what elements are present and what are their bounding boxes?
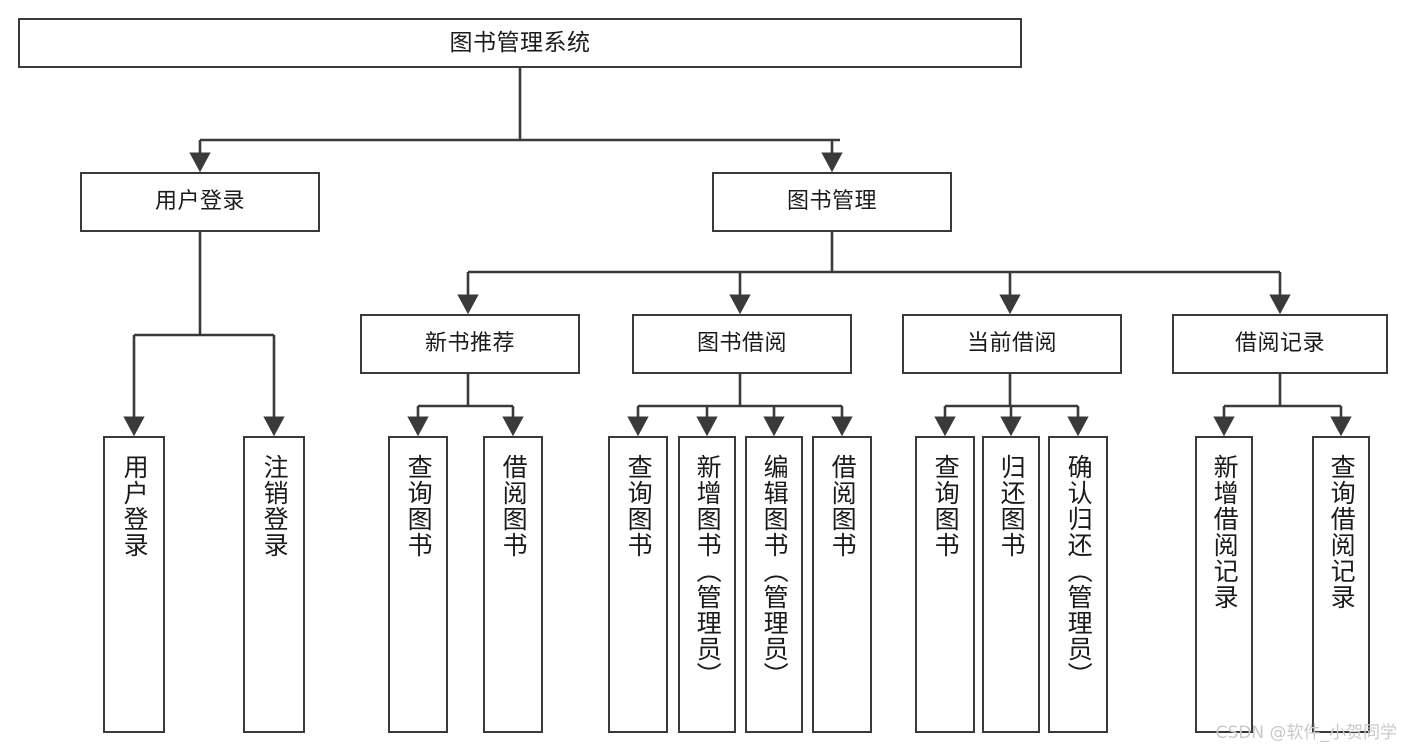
node-label: 借阅记录 [1234,331,1325,357]
node-label: 当前借阅 [966,331,1057,357]
node-book-borrowing[interactable]: 图书借阅 [632,314,852,374]
node-leaf-query-book-rec[interactable]: 查询图书 [388,436,448,733]
node-label: 图书管理系统 [449,29,591,56]
node-leaf-borrow-book-rec[interactable]: 借阅图书 [483,436,543,733]
node-leaf-add-book-admin[interactable]: 新增图书（管理员） [678,436,736,733]
node-leaf-logout[interactable]: 注销登录 [243,436,305,733]
node-leaf-return-book[interactable]: 归还图书 [982,436,1040,733]
node-label: 新增借阅记录 [1210,454,1240,610]
node-leaf-add-borrow-record[interactable]: 新增借阅记录 [1195,436,1253,733]
node-label: 注销登录 [260,454,290,558]
node-new-book-recommendation[interactable]: 新书推荐 [360,314,580,374]
node-label: 归还图书 [997,454,1027,558]
node-leaf-edit-book-admin[interactable]: 编辑图书（管理员） [745,436,803,733]
node-leaf-user-login[interactable]: 用户登录 [103,436,165,733]
node-label: 确认归还（管理员） [1064,454,1094,688]
node-label: 编辑图书（管理员） [760,454,790,688]
node-label: 借阅图书 [828,454,858,558]
node-leaf-query-book-borrow[interactable]: 查询图书 [608,436,668,733]
node-book-management[interactable]: 图书管理 [712,172,952,232]
node-user-login[interactable]: 用户登录 [80,172,320,232]
node-label: 借阅图书 [499,454,529,558]
node-label: 查询图书 [404,454,434,558]
node-leaf-confirm-return-admin[interactable]: 确认归还（管理员） [1048,436,1108,733]
node-current-borrowing[interactable]: 当前借阅 [902,314,1122,374]
node-label: 图书管理 [786,189,877,215]
node-label: 新书推荐 [424,331,515,357]
node-label: 用户登录 [120,454,150,558]
node-label: 查询借阅记录 [1327,454,1357,610]
node-root-system[interactable]: 图书管理系统 [18,18,1022,68]
node-label: 查询图书 [624,454,654,558]
node-leaf-borrow-book[interactable]: 借阅图书 [812,436,872,733]
node-borrowing-records[interactable]: 借阅记录 [1172,314,1388,374]
node-leaf-query-book-current[interactable]: 查询图书 [915,436,975,733]
node-label: 查询图书 [931,454,961,558]
csdn-watermark: CSDN @软件_小贺同学 [1215,723,1397,743]
node-label: 图书借阅 [696,331,787,357]
node-label: 新增图书（管理员） [693,454,723,688]
node-label: 用户登录 [154,189,245,215]
node-leaf-query-borrow-record[interactable]: 查询借阅记录 [1312,436,1370,733]
